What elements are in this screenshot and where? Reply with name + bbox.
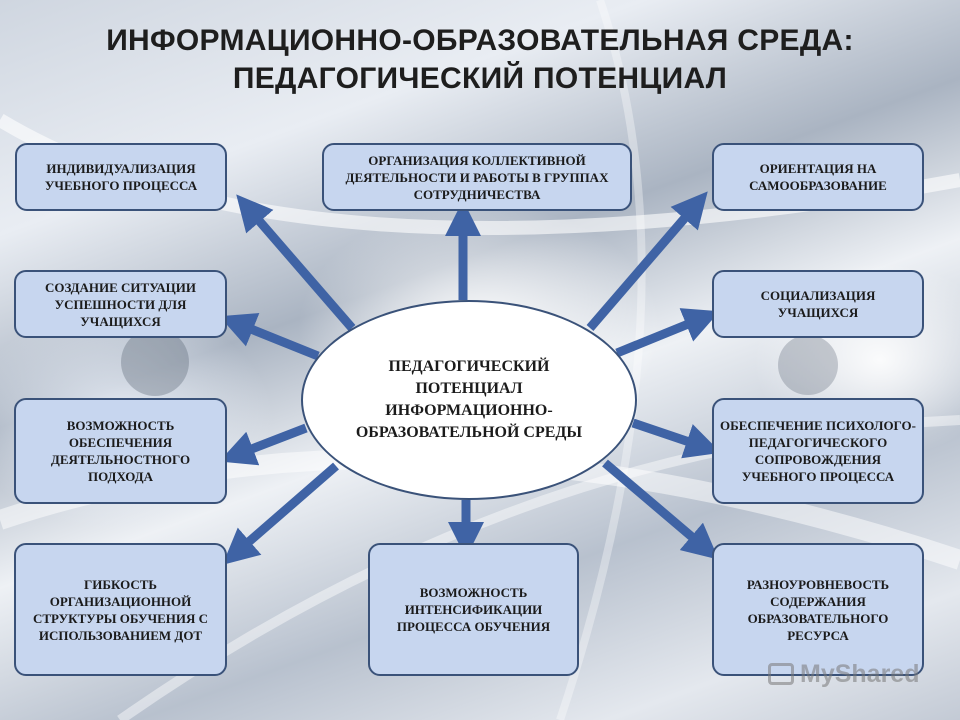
- arrow-to-individualization: [236, 194, 356, 331]
- arrow-to-self-education: [586, 191, 708, 331]
- node-collective-work: ОРГАНИЗАЦИЯ КОЛЛЕКТИВНОЙ ДЕЯТЕЛЬНОСТИ И …: [322, 143, 632, 211]
- arrow-to-psych-support: [631, 418, 722, 459]
- node-individualization: ИНДИВИДУАЛИЗАЦИЯ УЧЕБНОГО ПРОЦЕССА: [15, 143, 227, 211]
- arrow-to-activity-approach: [219, 423, 308, 466]
- center-label: ПЕДАГОГИЧЕСКИЙ ПОТЕНЦИАЛ ИНФОРМАЦИОННО-О…: [355, 358, 583, 441]
- node-socialization: СОЦИАЛИЗАЦИЯ УЧАЩИХСЯ: [712, 270, 924, 338]
- node-success-situation: СОЗДАНИЕ СИТУАЦИИ УСПЕШНОСТИ ДЛЯ УЧАЩИХС…: [14, 270, 227, 338]
- node-multilevel: РАЗНОУРОВНЕВОСТЬ СОДЕРЖАНИЯ ОБРАЗОВАТЕЛЬ…: [712, 543, 924, 676]
- title-line-2: ПЕДАГОГИЧЕСКИЙ ПОТЕНЦИАЛ: [232, 62, 728, 95]
- title-line-1: ИНФОРМАЦИОННО-ОБРАЗОВАТЕЛЬНАЯ СРЕДА:: [106, 24, 854, 57]
- center-ellipse: ПЕДАГОГИЧЕСКИЙ ПОТЕНЦИАЛ ИНФОРМАЦИОННО-О…: [301, 300, 637, 500]
- arrow-to-flexibility: [222, 462, 339, 565]
- node-intensification: ВОЗМОЖНОСТЬ ИНТЕНСИФИКАЦИИ ПРОЦЕССА ОБУЧ…: [368, 543, 579, 676]
- node-psych-support: ОБЕСПЕЧЕНИЕ ПСИХОЛОГО-ПЕДАГОГИЧЕСКОГО СО…: [712, 398, 924, 504]
- watermark: MyShared: [768, 656, 919, 692]
- node-self-education: ОРИЕНТАЦИЯ НА САМООБРАЗОВАНИЕ: [712, 143, 924, 211]
- arrow-to-multilevel: [602, 459, 719, 560]
- watermark-logo-icon: [768, 663, 794, 685]
- arrow-to-success-situation: [219, 313, 320, 361]
- slide-title: ИНФОРМАЦИОННО-ОБРАЗОВАТЕЛЬНАЯ СРЕДА: ПЕД…: [0, 22, 960, 98]
- arrow-to-socialization: [615, 308, 720, 358]
- watermark-text: MyShared: [800, 659, 920, 688]
- node-activity-approach: ВОЗМОЖНОСТЬ ОБЕСПЕЧЕНИЯ ДЕЯТЕЛЬНОСТНОГО …: [14, 398, 227, 504]
- node-flexibility: ГИБКОСТЬ ОРГАНИЗАЦИОННОЙ СТРУКТУРЫ ОБУЧЕ…: [14, 543, 227, 676]
